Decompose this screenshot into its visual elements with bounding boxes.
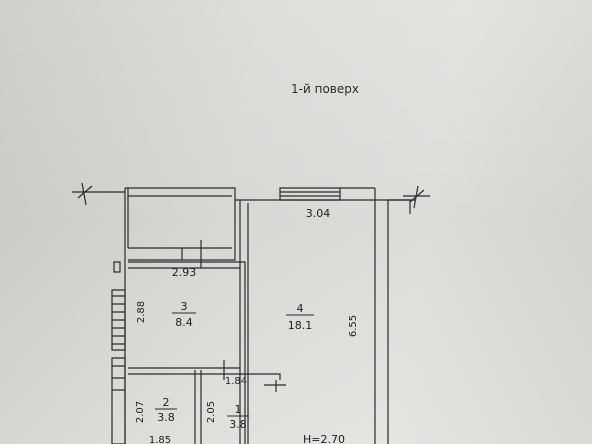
dim-room2-height: 2.07 [135,401,146,423]
floor-title: 1-й поверх [291,82,359,96]
dim-room1-height: 2.05 [206,401,217,423]
ceiling-height: H=2.70 [303,433,345,444]
room3-area: 8.4 [175,316,193,329]
axis-tick-left [81,182,87,206]
dim-room1-width: 1.84 [225,376,247,387]
dim-top-right-width: 3.04 [306,207,331,220]
room2-area: 3.8 [157,411,175,424]
window-left-lower [111,357,126,444]
dim-bottom-width: 1.85 [149,435,171,444]
room1-area: 3.8 [229,418,247,431]
dim-top-left-width: 2.93 [172,266,197,279]
axis-tick-left-2 [77,185,93,199]
room4-area: 18.1 [288,319,313,332]
room3-number: 3 [181,300,188,313]
loggia-bottom [128,200,236,261]
window-top [279,187,341,201]
loggia-top [125,187,236,200]
dim-room3-height: 2.88 [136,301,147,323]
room4-number: 4 [297,302,304,315]
room1-number: 1 [235,403,242,416]
dim-room4-height: 6.55 [348,315,359,337]
room3-walls [128,261,246,444]
window-left-upper [111,289,126,351]
room2-number: 2 [163,396,170,409]
